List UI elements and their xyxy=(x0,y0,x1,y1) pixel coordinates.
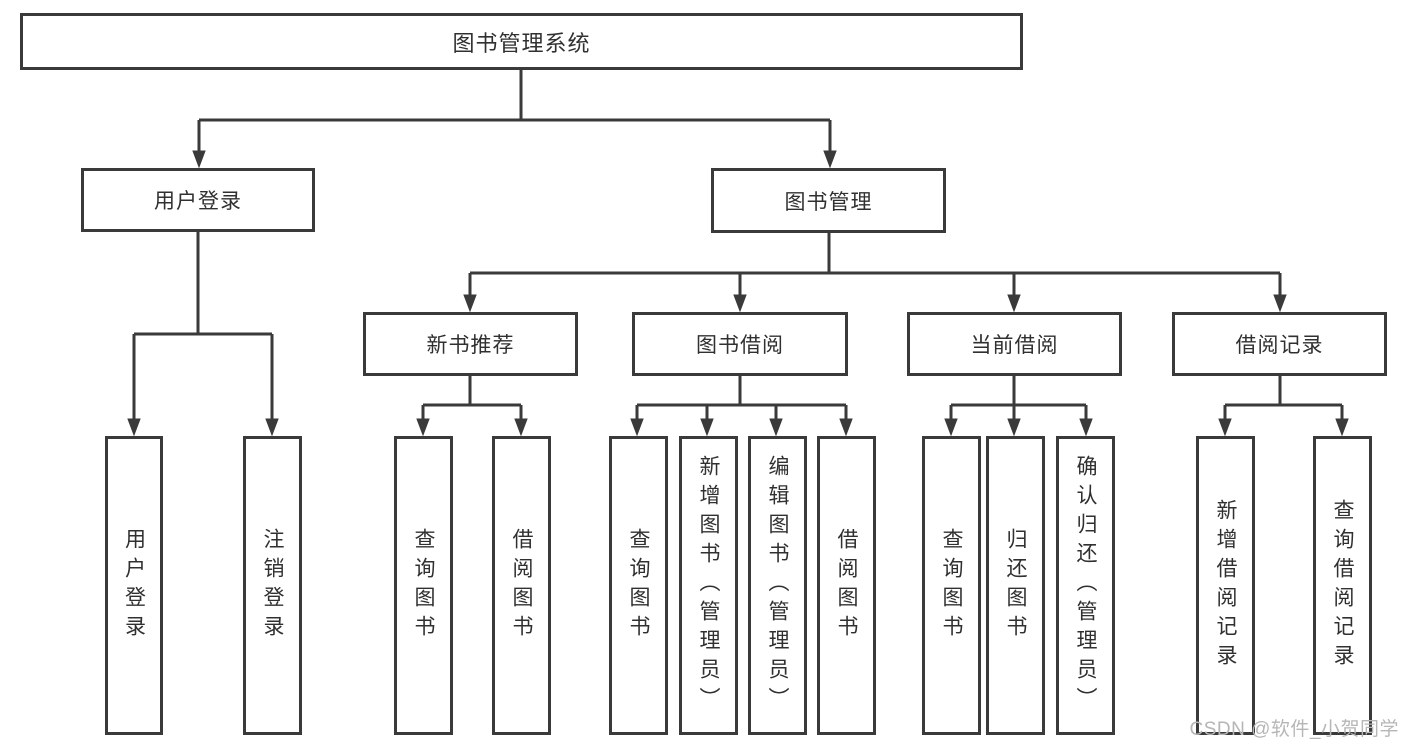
leaf-label: 查询借阅记录 xyxy=(1331,498,1354,673)
leaf-query-books-current: 查询图书 xyxy=(922,436,981,735)
arrowhead xyxy=(1273,294,1287,313)
leaf-add-borrow-record: 新增借阅记录 xyxy=(1196,436,1255,735)
arrowhead xyxy=(514,418,528,437)
leaf-label: 新增图书（管理员） xyxy=(697,455,720,716)
leaf-query-borrow-record: 查询借阅记录 xyxy=(1313,436,1372,735)
leaf-logout: 注销登录 xyxy=(243,436,302,735)
leaf-query-books-borrowing: 查询图书 xyxy=(609,436,668,735)
leaf-borrow-books: 借阅图书 xyxy=(817,436,876,735)
leaf-label: 新增借阅记录 xyxy=(1214,498,1237,673)
arrowhead xyxy=(463,294,477,313)
arrowhead xyxy=(1007,294,1021,313)
arrowhead xyxy=(1218,418,1232,437)
arrowhead xyxy=(1079,418,1093,437)
node-book-management: 图书管理 xyxy=(711,168,946,233)
leaf-label: 注销登录 xyxy=(261,527,284,644)
leaf-label: 查询图书 xyxy=(412,527,435,644)
arrowhead xyxy=(769,418,783,437)
arrowhead xyxy=(1335,418,1349,437)
leaf-label: 用户登录 xyxy=(122,527,146,644)
node-new-book-recommendation: 新书推荐 xyxy=(363,312,578,376)
leaf-label: 借阅图书 xyxy=(835,527,858,644)
leaf-label: 借阅图书 xyxy=(510,527,533,644)
leaf-edit-book-admin: 编辑图书（管理员） xyxy=(748,436,807,735)
node-current-borrowing: 当前借阅 xyxy=(907,312,1122,376)
leaf-label: 查询图书 xyxy=(940,527,963,644)
leaf-label: 确认归还（管理员） xyxy=(1074,455,1097,716)
leaf-query-books-recommend: 查询图书 xyxy=(394,436,453,735)
leaf-return-books: 归还图书 xyxy=(986,436,1045,735)
arrowhead xyxy=(944,418,958,437)
leaf-label: 编辑图书（管理员） xyxy=(766,455,789,716)
node-book-borrowing: 图书借阅 xyxy=(632,312,848,376)
arrowhead xyxy=(127,418,141,437)
leaf-label: 查询图书 xyxy=(627,527,650,644)
leaf-add-book-admin: 新增图书（管理员） xyxy=(679,436,738,735)
arrowhead xyxy=(839,418,853,437)
arrowhead xyxy=(265,418,279,437)
arrowhead xyxy=(416,418,430,437)
arrowhead xyxy=(192,150,206,169)
node-user-login: 用户登录 xyxy=(81,168,315,232)
arrowhead xyxy=(700,418,714,437)
leaf-borrow-books-recommend: 借阅图书 xyxy=(492,436,551,735)
node-library-system: 图书管理系统 xyxy=(20,13,1023,70)
arrowhead xyxy=(630,418,644,437)
leaf-user-login: 用户登录 xyxy=(105,436,163,735)
watermark-text: CSDN @软件_小贺同学 xyxy=(1189,719,1399,740)
leaf-label: 归还图书 xyxy=(1004,527,1027,644)
arrowhead xyxy=(733,294,747,313)
arrowhead xyxy=(823,150,837,169)
tree-edges xyxy=(132,69,1344,420)
arrowhead xyxy=(1007,418,1021,437)
leaf-confirm-return-admin: 确认归还（管理员） xyxy=(1056,436,1115,735)
node-borrowing-records: 借阅记录 xyxy=(1172,312,1387,376)
